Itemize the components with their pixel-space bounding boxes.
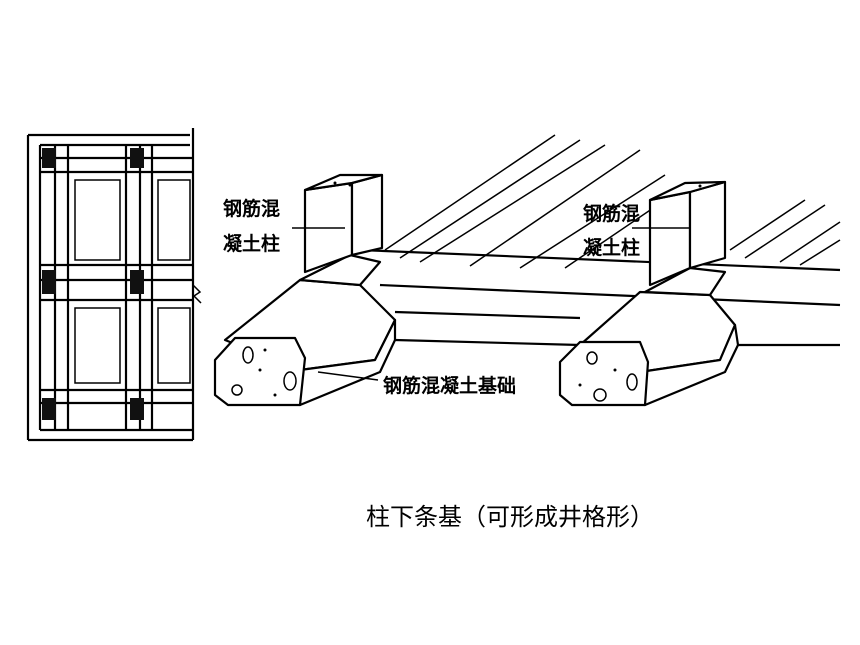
- leader-line-foundation: [317, 371, 379, 381]
- background-hatching: [384, 134, 841, 269]
- label-foundation: 钢筋混凝土基础: [383, 374, 516, 397]
- column-block: [130, 148, 144, 168]
- left-footing: [213, 173, 397, 407]
- label-right-column-line1: 钢筋混: [583, 202, 640, 225]
- label-left-column-line2: 凝土柱: [223, 232, 280, 255]
- column-block: [42, 148, 56, 168]
- right-footing: [558, 180, 740, 407]
- label-left-column-line1: 钢筋混: [223, 197, 280, 220]
- column-block: [130, 398, 144, 420]
- column-block: [42, 398, 56, 420]
- column-block: [130, 270, 144, 294]
- label-right-column-line2: 凝土柱: [583, 236, 640, 259]
- column-block: [42, 270, 56, 294]
- longitudinal-strip-beam: [359, 248, 841, 347]
- figure-caption: 柱下条基（可形成井格形）: [366, 503, 654, 531]
- grid-plan-view: [26, 128, 202, 442]
